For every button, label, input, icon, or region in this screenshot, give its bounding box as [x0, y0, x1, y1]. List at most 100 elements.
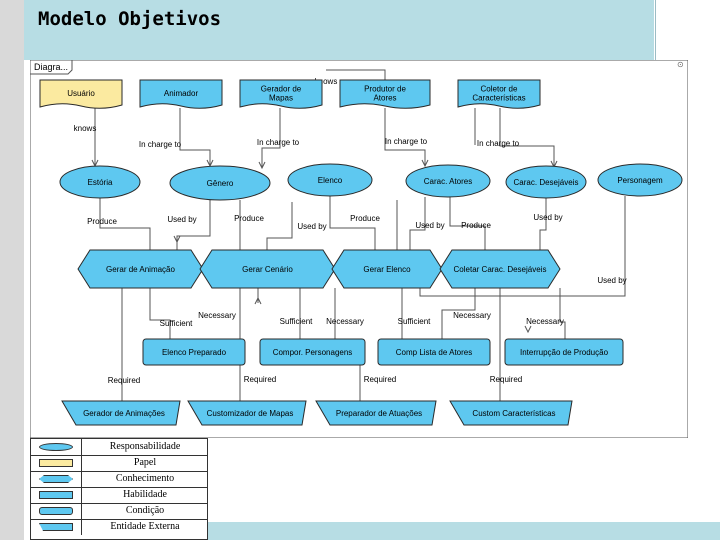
agent-usuario [39, 79, 123, 109]
legend-row: Habilidade [31, 487, 207, 504]
link-arrow [254, 296, 262, 305]
label-used-by: Used by [167, 215, 196, 224]
label-knows: knows [315, 77, 338, 86]
agent-label: Animador [164, 89, 199, 98]
link-used-by [539, 198, 547, 250]
label-produce: Produce [87, 217, 117, 226]
label-used-by: Used by [415, 221, 444, 230]
slide-title: Modelo Objetivos [38, 8, 222, 30]
legend-label: Entidade Externa [110, 521, 180, 532]
label-used-by: Used by [597, 276, 626, 285]
label-necessary: Necessary [326, 317, 364, 326]
legend: Responsabilidade Papel Conhecimento Habi… [30, 438, 208, 540]
label-knows: knows [74, 124, 97, 133]
label-sufficient: Sufficient [280, 317, 314, 326]
label-sufficient: Sufficient [160, 319, 194, 328]
label-required: Required [108, 376, 140, 385]
legend-knowledge-icon [39, 475, 73, 483]
external-gerador_animacoes [61, 400, 181, 426]
goal-estoria [59, 165, 141, 199]
agent-label: Usuário [67, 89, 95, 98]
agent-label: Gerador de [261, 85, 302, 94]
condition-label: Elenco Preparado [162, 348, 227, 357]
label-necessary: Necessary [453, 311, 491, 320]
legend-label: Conhecimento [115, 473, 175, 484]
left-bar [0, 0, 24, 540]
external-custom_caracteristicas [449, 400, 573, 426]
link-produce [99, 198, 151, 250]
label-required: Required [244, 375, 276, 384]
link-arrow [173, 235, 181, 244]
label-used-by: Used by [533, 213, 562, 222]
legend-row: Conhecimento [31, 471, 207, 488]
agent-label: Características [472, 94, 525, 103]
goal-label: Personagem [617, 176, 663, 185]
link-used-by [409, 197, 426, 250]
label-necessary: Necessary [526, 317, 564, 326]
goal-label: Gênero [207, 179, 234, 188]
task-label: Gerar Elenco [363, 265, 411, 274]
condition-elenco_preparado [142, 338, 246, 366]
label-required: Required [364, 375, 396, 384]
condition-interrupcao_producao [504, 338, 624, 366]
legend-row: Entidade Externa [31, 519, 207, 535]
goal-label: Estória [88, 178, 113, 187]
goal-elenco [287, 163, 373, 197]
link-arrow [421, 159, 429, 168]
external-customizador_mapas [187, 400, 307, 426]
legend-label: Papel [133, 457, 157, 468]
goal-carac_desejaveis [505, 165, 587, 199]
condition-label: Interrupção de Produção [520, 348, 609, 357]
external-label: Customizador de Mapas [207, 409, 294, 418]
goal-personagem [597, 163, 683, 197]
task-gerar_cenario [199, 249, 336, 289]
external-label: Preparador de Atuações [336, 409, 422, 418]
diagram-frame [30, 60, 688, 438]
label-in-charge: In charge to [257, 138, 300, 147]
legend-row: Condição [31, 503, 207, 520]
link-used-by [266, 202, 293, 250]
task-gerar_animacao [77, 249, 204, 289]
link-in-charge [179, 108, 211, 166]
task-coletar_carac [439, 249, 561, 289]
task-gerar_elenco [331, 249, 443, 289]
link-arrow [258, 161, 266, 170]
link-produce [329, 196, 376, 250]
bottom-bar [208, 522, 720, 540]
goal-genero [169, 165, 271, 201]
title-corner-box [655, 0, 720, 60]
condition-comp_lista_atores [377, 338, 491, 366]
link-used-by-right [419, 196, 626, 297]
title-bar [24, 0, 654, 60]
legend-label: Habilidade [123, 489, 167, 500]
label-in-charge: In charge to [477, 139, 520, 148]
legend-label: Condição [125, 505, 165, 516]
legend-goal-icon [39, 443, 73, 451]
frame-corner-icon: ⊙ [677, 60, 684, 69]
agent-produtor_atores [339, 79, 431, 109]
diagram-link-labels: knows knows In charge to In charge to In cha… [74, 77, 627, 385]
diagram-links [91, 69, 626, 401]
agent-coletor_caracteristicas [457, 79, 541, 109]
goal-label: Carac. Desejáveis [514, 178, 579, 187]
label-required: Required [490, 375, 522, 384]
legend-skill-icon [39, 491, 73, 499]
label-produce: Produce [350, 214, 380, 223]
agent-label: Produtor de [364, 85, 406, 94]
goal-label: Elenco [318, 176, 343, 185]
agent-label: Atores [373, 94, 396, 103]
condition-label: Compor. Personagens [273, 348, 353, 357]
legend-row: Papel [31, 455, 207, 472]
condition-label: Comp Lista de Atores [396, 348, 472, 357]
task-label: Gerar de Animação [106, 265, 175, 274]
link-sufficient [149, 288, 171, 339]
task-label: Coletar Carac. Desejáveis [454, 265, 547, 274]
link-necessary [559, 288, 566, 339]
label-in-charge: In charge to [139, 140, 182, 149]
agent-animador [139, 79, 223, 109]
agent-gerador_mapas [239, 79, 323, 109]
